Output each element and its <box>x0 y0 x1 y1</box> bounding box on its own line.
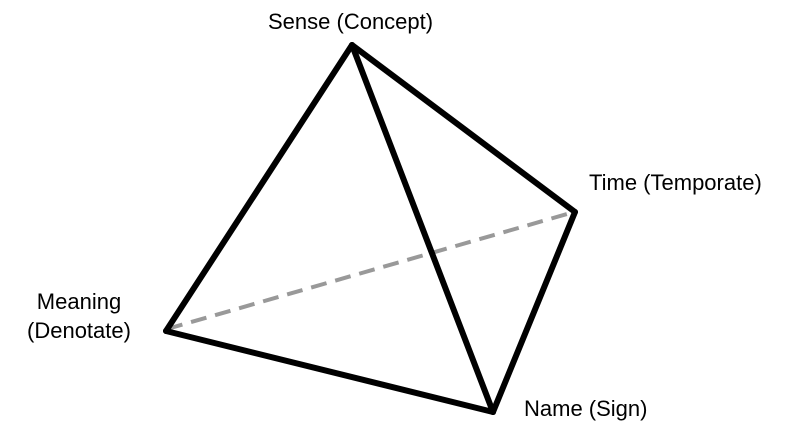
edge-sense-meaning <box>163 42 355 334</box>
vertex-label-name: Name (Sign) <box>524 396 648 421</box>
vertex-label-meaning-line1: Meaning <box>36 289 122 314</box>
edge-sense-name <box>349 42 496 415</box>
vertex-label-meaning-line2: (Denotate) <box>27 318 131 343</box>
edge-meaning-name <box>163 328 496 415</box>
vertex-label-meaning: Meaning (Denotate) <box>4 287 154 345</box>
edge-sense-time <box>349 42 578 215</box>
edge-time-name <box>490 209 578 415</box>
vertex-label-sense: Sense (Concept) <box>268 9 434 34</box>
vertex-label-time: Time (Temporate) <box>589 170 762 195</box>
edge-meaning-time <box>166 210 575 331</box>
